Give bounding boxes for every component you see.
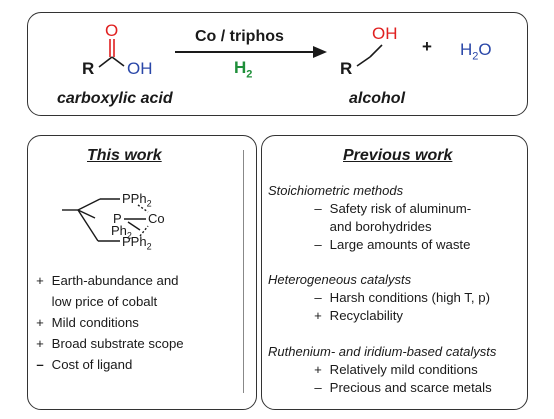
product-name: alcohol	[349, 90, 406, 107]
list-item: – Large amounts of waste	[314, 237, 471, 252]
water-o: O	[478, 40, 492, 59]
list-item: + Earth-abundance and	[36, 273, 179, 288]
complex-co: Co	[148, 211, 165, 226]
list-item: + Broad substrate scope	[36, 336, 184, 351]
section-heading-stoichiometric: Stoichiometric methods	[268, 183, 404, 198]
section-list-heterogeneous: – Harsh conditions (high T, p) + Recycla…	[310, 289, 490, 325]
section-heading-ru-ir: Ruthenium- and iridium-based catalysts	[268, 344, 497, 359]
column-divider	[243, 150, 244, 393]
list-item: – Harsh conditions (high T, p)	[314, 290, 490, 305]
reactant-carbonyl-oxygen: O	[105, 21, 119, 40]
list-item: – Cost of ligand	[36, 357, 133, 372]
reactant-name: carboxylic acid	[57, 90, 173, 107]
section-list-ru-ir: + Relatively mild conditions – Precious …	[310, 361, 492, 397]
catalyst-label: Co / triphos	[195, 28, 284, 45]
reaction-panel	[27, 12, 528, 116]
hydrogen-reagent: H2	[234, 58, 252, 80]
this-work-list: + Earth-abundance and low price of cobal…	[32, 270, 184, 375]
reactant-r-label: R	[82, 59, 95, 78]
list-item: + Recyclability	[314, 308, 403, 323]
list-item: and borohydrides	[329, 219, 432, 234]
complex-ph2: Ph2	[111, 223, 132, 241]
previous-work-panel	[261, 135, 528, 410]
section-heading-heterogeneous: Heterogeneous catalysts	[268, 272, 412, 287]
complex-p: P	[113, 211, 122, 226]
hydrogen-symbol: H	[234, 58, 247, 77]
product-hydroxyl: OH	[372, 24, 398, 43]
this-work-panel	[27, 135, 257, 410]
previous-work-title: Previous work	[343, 147, 453, 164]
list-item: – Precious and scarce metals	[314, 380, 492, 395]
water-h: H	[460, 40, 473, 59]
complex-pph2-bottom: PPh2	[122, 234, 152, 252]
list-item: + Relatively mild conditions	[314, 362, 478, 377]
list-item: low price of cobalt	[51, 294, 158, 309]
water-product: H2O	[460, 40, 492, 62]
hydrogen-subscript: 2	[246, 68, 253, 81]
this-work-title: This work	[87, 147, 162, 164]
reactant-hydroxyl: OH	[127, 59, 153, 78]
list-item: + Mild conditions	[36, 315, 139, 330]
list-item: – Safety risk of aluminum-	[314, 201, 472, 216]
section-list-stoichiometric: – Safety risk of aluminum- and borohydri…	[310, 200, 471, 254]
water-subscript: 2	[472, 50, 479, 63]
plus-sign: +	[422, 37, 432, 56]
complex-pph2-top: PPh2	[122, 191, 152, 209]
product-r-label: R	[340, 59, 353, 78]
